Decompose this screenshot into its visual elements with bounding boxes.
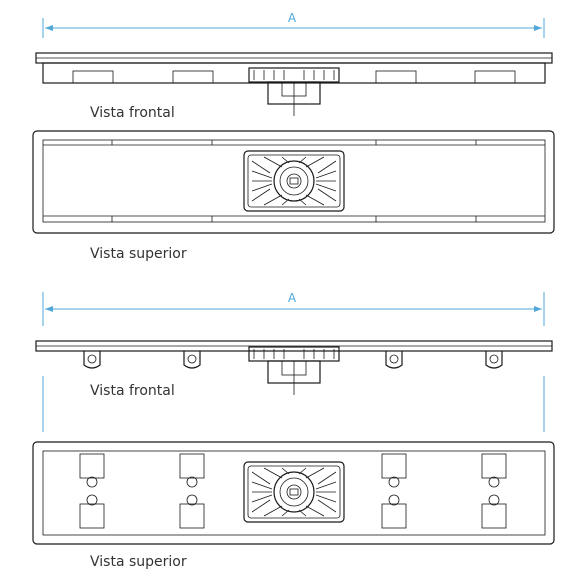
top-view-2: [32, 441, 555, 545]
top-view-1: [32, 130, 555, 234]
front-view-1: [35, 52, 553, 117]
dimension-label: A: [288, 291, 297, 305]
top-view-caption: Vista superior: [90, 554, 187, 570]
top-view-caption: Vista superior: [90, 246, 187, 262]
dimension-label: A: [288, 11, 297, 25]
front-view-caption: Vista frontal: [90, 105, 175, 121]
diagram-2: A Vista frontal: [32, 291, 555, 570]
front-view-caption: Vista frontal: [90, 383, 175, 399]
diagram-1: A Vista frontal: [32, 11, 555, 262]
front-view-2: [35, 340, 553, 396]
dimension-line-a: [42, 18, 545, 38]
dimension-line-a: [42, 292, 545, 432]
